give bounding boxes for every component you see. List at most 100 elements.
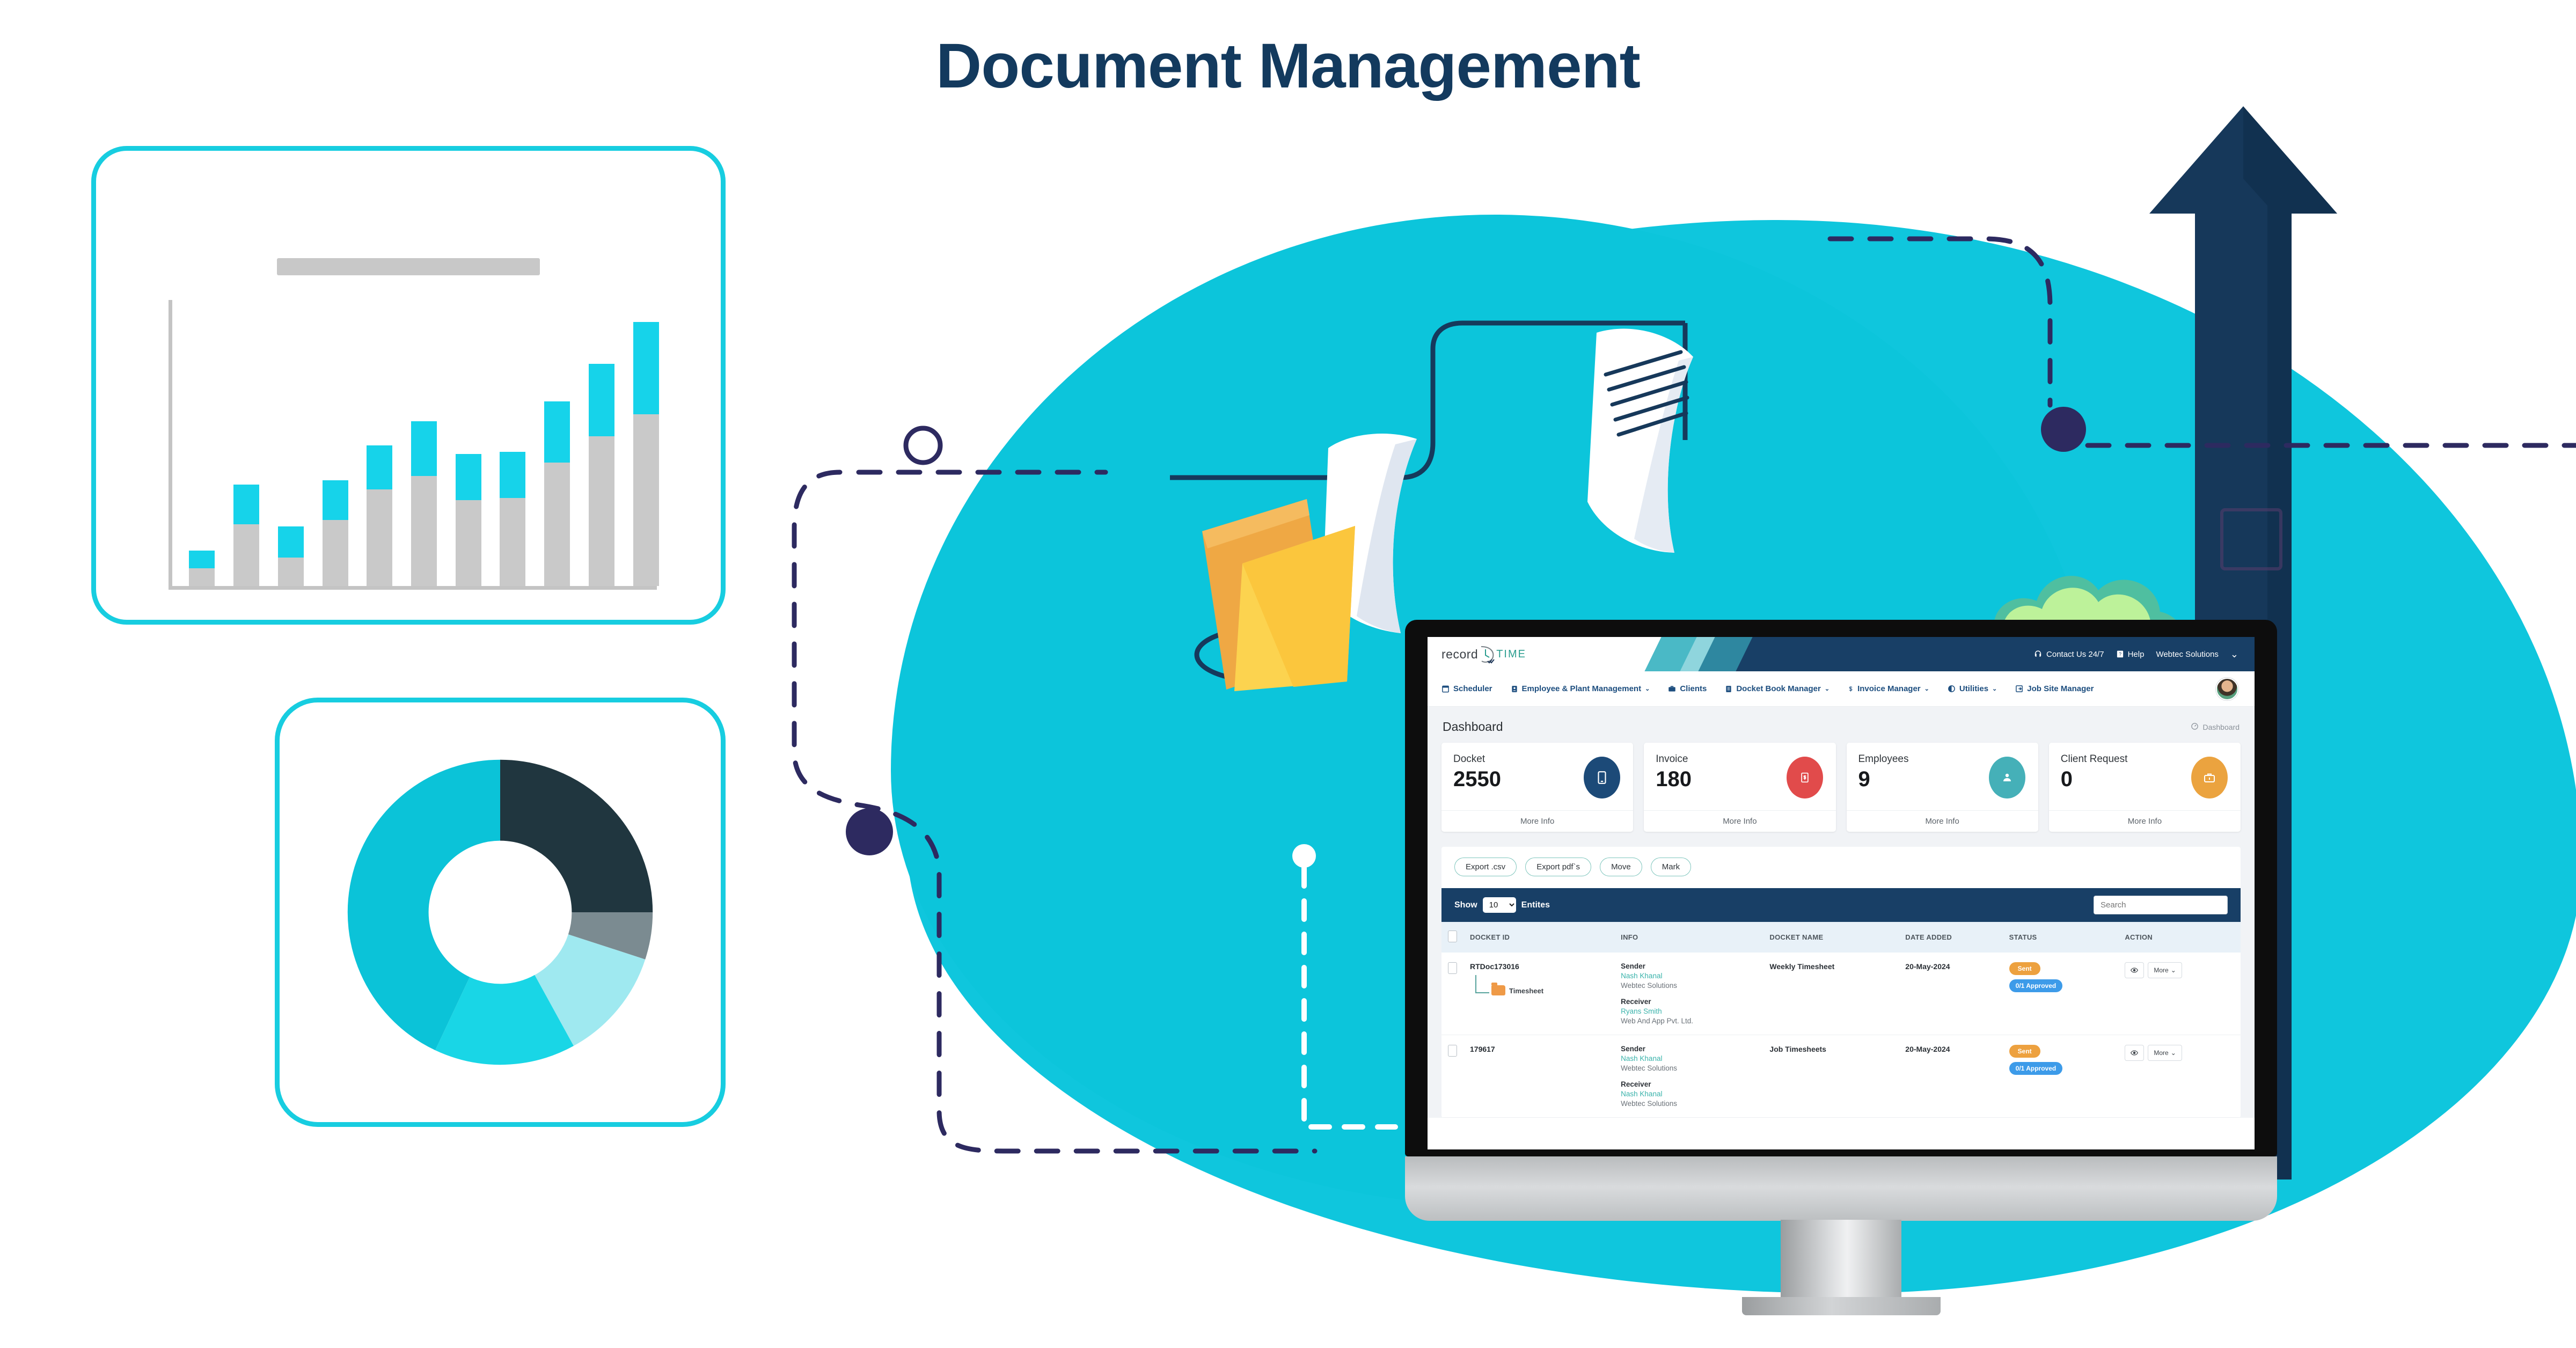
decor-solid-dot-left <box>846 808 893 855</box>
chevron-down-icon[interactable]: ⌄ <box>1992 686 1997 692</box>
docket-id-label[interactable]: RTDoc173016 <box>1470 962 1519 971</box>
login-icon <box>2015 685 2023 693</box>
row-checkbox[interactable] <box>1448 1045 1457 1057</box>
cell-date-added: 20-May-2024 <box>1899 1035 2003 1118</box>
app-logo[interactable]: record TIME <box>1441 640 1526 668</box>
col-header-action: ACTION <box>2118 922 2241 953</box>
col-header-checkbox <box>1441 922 1463 953</box>
nav-item-label: Scheduler <box>1453 684 1492 693</box>
bar-segment-base <box>367 489 393 586</box>
app-main-nav: Scheduler Employee & Plant Management⌄ Cli… <box>1428 671 2255 707</box>
nav-item-utilities[interactable]: Utilities⌄ <box>1948 684 1997 693</box>
decor-hollow-circle <box>903 426 943 465</box>
dashboard-header: Dashboard Dashboard <box>1441 715 2241 743</box>
more-button[interactable]: More ⌄ <box>2148 962 2182 978</box>
donut-chart <box>345 757 656 1068</box>
chevron-down-icon[interactable]: ⌄ <box>2230 648 2238 660</box>
contact-us-link[interactable]: Contact Us 24/7 <box>2033 650 2104 659</box>
stat-card-label: Employees <box>1858 753 1909 765</box>
bar-segment-top <box>277 526 304 558</box>
org-menu[interactable]: Webtec Solutions <box>2156 650 2218 659</box>
stat-card-more-info[interactable]: More Info <box>1846 810 2038 832</box>
receiver-heading: Receiver <box>1621 998 1651 1006</box>
more-button[interactable]: More ⌄ <box>2148 1045 2182 1061</box>
speedometer-icon <box>2191 722 2199 732</box>
sender-name[interactable]: Nash Khanal <box>1621 1054 1663 1063</box>
topbar-white-panel <box>1428 637 1672 671</box>
table-controls-bar: Show 102550100 Entites <box>1441 888 2241 922</box>
row-checkbox[interactable] <box>1448 962 1457 974</box>
select-all-checkbox[interactable] <box>1448 931 1457 942</box>
receiver-heading: Receiver <box>1621 1080 1651 1088</box>
stat-card-more-info[interactable]: More Info <box>1644 810 1836 832</box>
date-added-label: 20-May-2024 <box>1905 962 1950 971</box>
nav-item-clients[interactable]: Clients <box>1668 684 1707 693</box>
bar-group <box>277 526 304 586</box>
nav-item-employee-plant-management[interactable]: Employee & Plant Management⌄ <box>1511 684 1650 693</box>
toolbar-button-mark[interactable]: Mark <box>1650 858 1692 876</box>
receiver-name[interactable]: Nash Khanal <box>1621 1090 1663 1098</box>
sender-heading: Sender <box>1621 1045 1645 1053</box>
donut-segment <box>568 911 653 959</box>
people-icon <box>1988 757 2025 798</box>
cell-docket-name: Job Timesheets <box>1763 1035 1899 1118</box>
chevron-down-icon[interactable]: ⌄ <box>1924 686 1929 692</box>
donut-segment <box>533 933 646 1046</box>
stat-card-label: Docket <box>1453 753 1485 765</box>
chevron-down-icon[interactable]: ⌄ <box>1645 686 1650 692</box>
row-checkbox-cell <box>1441 953 1463 1035</box>
chevron-down-icon: ⌄ <box>2170 1049 2176 1057</box>
id-card-icon <box>1511 685 1518 693</box>
search-input[interactable] <box>2094 896 2228 914</box>
nav-item-docket-book-manager[interactable]: Docket Book Manager⌄ <box>1725 684 1829 693</box>
toolbar-button-export-csv[interactable]: Export .csv <box>1454 858 1517 876</box>
nav-item-job-site-manager[interactable]: Job Site Manager <box>2015 684 2094 693</box>
nav-item-label: Clients <box>1680 684 1707 693</box>
nav-item-label: Job Site Manager <box>2027 684 2094 693</box>
donut-segment <box>347 759 501 1051</box>
help-link[interactable]: ? Help <box>2116 650 2144 659</box>
bar-group <box>322 480 348 586</box>
dashboard-title: Dashboard <box>1443 720 1503 734</box>
bar-group <box>633 322 659 586</box>
toolbar-button-move[interactable]: Move <box>1600 858 1642 876</box>
bar-segment-base <box>588 436 614 586</box>
bar-segment-base <box>544 463 570 586</box>
stat-card-more-info[interactable]: More Info <box>2048 810 2241 832</box>
monitor-chin <box>1405 1156 2277 1221</box>
sender-name[interactable]: Nash Khanal <box>1621 972 1663 980</box>
cell-docket-id: 179617 <box>1463 1035 1615 1118</box>
bar-segment-top <box>411 421 437 476</box>
nav-item-label: Docket Book Manager <box>1736 684 1821 693</box>
receiver-name[interactable]: Ryans Smith <box>1621 1007 1662 1015</box>
stat-card-more-info[interactable]: More Info <box>1441 810 1634 832</box>
chevron-down-icon[interactable]: ⌄ <box>1824 686 1830 692</box>
view-button[interactable] <box>2125 1045 2145 1061</box>
chevron-down-icon: ⌄ <box>2170 966 2176 974</box>
avatar[interactable] <box>2216 678 2238 700</box>
bar-group <box>411 421 437 586</box>
nav-item-invoice-manager[interactable]: Invoice Manager⌄ <box>1848 684 1929 693</box>
nav-item-label: Invoice Manager <box>1857 684 1921 693</box>
bar-segment-top <box>455 454 481 501</box>
logo-text-time: TIME <box>1496 648 1526 660</box>
nav-item-scheduler[interactable]: Scheduler <box>1441 684 1492 693</box>
entries-select[interactable]: 102550100 <box>1482 897 1516 913</box>
contact-us-label: Contact Us 24/7 <box>2046 649 2104 659</box>
bar-segment-top <box>633 322 659 415</box>
stat-card-value: 0 <box>2060 767 2073 791</box>
docket-id-label[interactable]: 179617 <box>1470 1045 1495 1053</box>
view-button[interactable] <box>2125 962 2145 978</box>
help-icon: ? <box>2116 650 2124 659</box>
toolbar-button-export-pdf-s[interactable]: Export pdf`s <box>1525 858 1592 876</box>
